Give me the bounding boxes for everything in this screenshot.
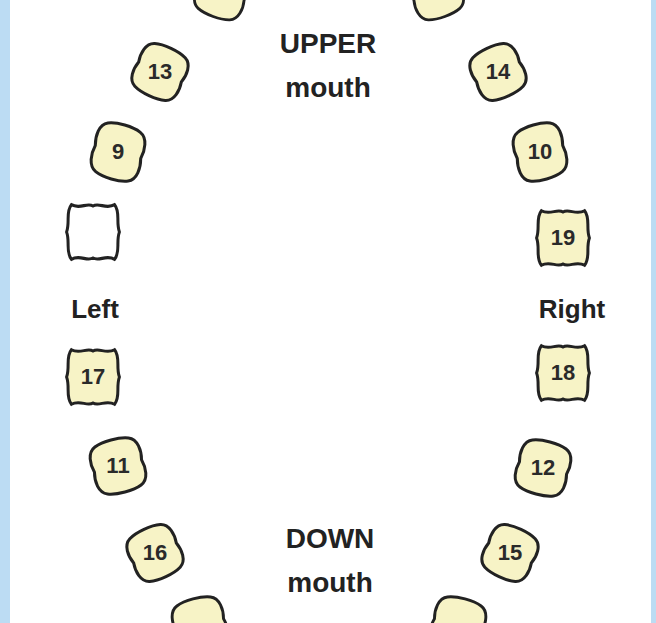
tooth-shape	[465, 38, 532, 106]
frame-strip	[0, 0, 10, 623]
tooth-shape	[67, 350, 120, 405]
tooth-number: 13	[148, 61, 172, 83]
partial-tooth	[404, 0, 468, 25]
tooth: 13	[132, 44, 188, 100]
tooth-shape	[537, 211, 590, 266]
tooth: 18	[533, 342, 593, 404]
tooth: 11	[89, 437, 147, 495]
frame-strip	[651, 0, 656, 623]
tooth-number: 15	[498, 542, 522, 564]
tooth-number: 19	[551, 227, 575, 249]
tooth-number: 9	[112, 141, 124, 163]
tooth-number: 14	[486, 61, 510, 83]
tooth: 15	[482, 525, 538, 581]
tooth-number: 16	[143, 542, 167, 564]
tooth-shape	[537, 346, 590, 401]
tooth: 10	[512, 122, 568, 182]
tooth-number: 12	[531, 457, 555, 479]
side-label: Right	[522, 293, 622, 325]
tooth: 17	[63, 346, 123, 408]
tooth-number: 10	[528, 141, 552, 163]
tooth: 19	[533, 207, 593, 269]
partial-tooth	[190, 0, 254, 25]
tooth: 16	[127, 525, 183, 581]
tooth: 12	[514, 439, 572, 497]
tooth-number: 17	[81, 366, 105, 388]
side-label: Left	[50, 293, 140, 325]
tooth-shape	[127, 38, 194, 106]
tooth-number: 11	[106, 455, 129, 477]
tooth-shape	[511, 435, 574, 500]
jaw-label: DOWN mouth	[265, 517, 395, 605]
partial-tooth	[426, 592, 489, 623]
missing-tooth	[67, 205, 120, 260]
tooth-shape	[86, 433, 149, 498]
tooth-shape	[87, 118, 148, 186]
tooth-shape	[509, 118, 570, 186]
partial-tooth	[168, 592, 231, 623]
tooth-shape	[477, 519, 544, 587]
tooth-shape	[122, 519, 189, 587]
tooth: 9	[90, 122, 146, 182]
jaw-label: UPPER mouth	[263, 22, 393, 110]
tooth: 14	[470, 44, 526, 100]
tooth-number: 18	[551, 362, 575, 384]
